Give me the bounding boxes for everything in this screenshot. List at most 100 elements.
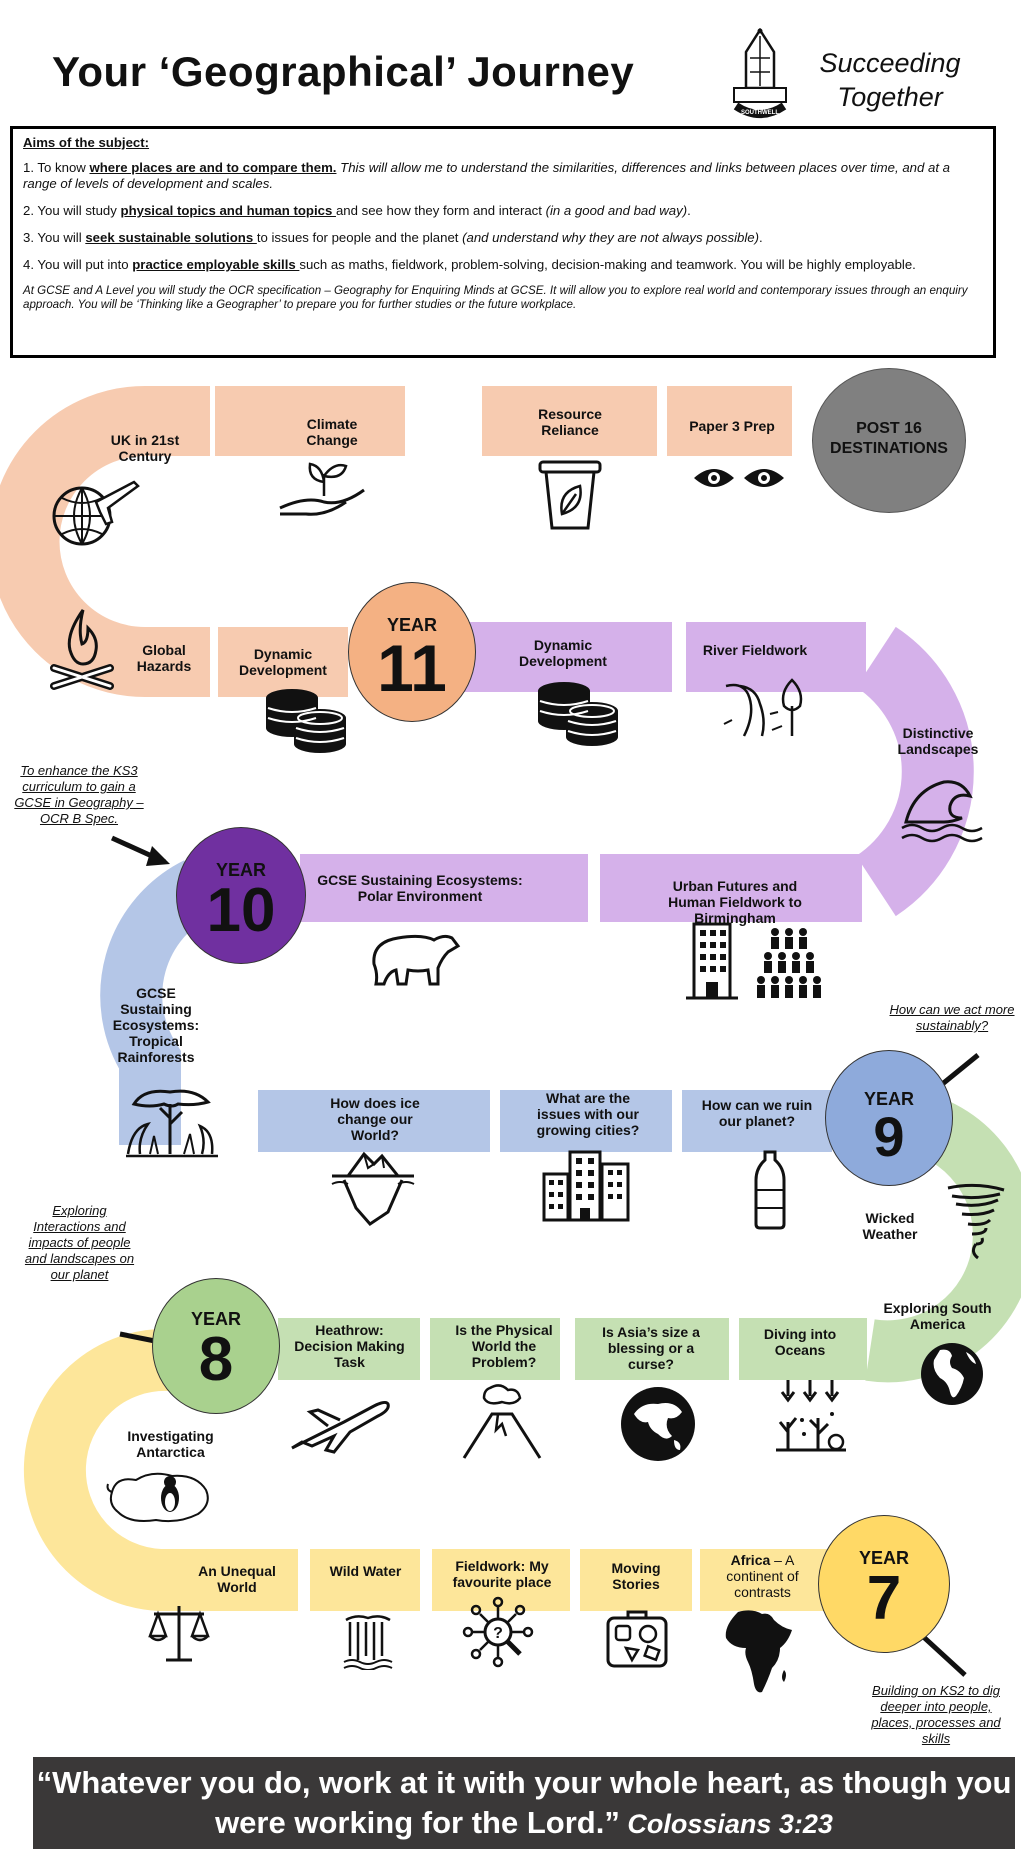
quote-reference: Colossians 3:23 — [619, 1809, 833, 1839]
tornado-icon — [947, 1183, 1005, 1260]
note-exploring-interactions: Exploring Interactions and impacts of pe… — [24, 1203, 135, 1282]
year-7-circle: YEAR 7 — [818, 1515, 950, 1653]
year-10-label: YEAR — [215, 860, 266, 880]
aim-3: 3. You will seek sustainable solutions t… — [23, 230, 763, 245]
topic-dynamic-development-2: Dynamic Development — [519, 637, 607, 669]
tagline-line-1: Succeeding — [819, 48, 961, 78]
year-9-label: YEAR — [863, 1089, 914, 1109]
road-segment-year8 — [278, 1089, 1021, 1383]
globe-asia-icon — [621, 1387, 695, 1461]
iceberg-icon — [331, 1151, 415, 1226]
topic-exploring-south-america: Exploring South America — [883, 1300, 992, 1332]
topic-urban-futures: Urban Futures and Human Fieldwork to Bir… — [668, 878, 802, 926]
antarctica-penguin-icon — [106, 1472, 209, 1523]
campfire-icon — [50, 609, 114, 690]
note-ks3: To enhance the KS3 curriculum to gain a … — [14, 763, 144, 826]
coins-icon-1 — [266, 689, 346, 753]
note-act-sustainably: How can we act more sustainably? — [889, 1002, 1015, 1033]
topic-antarctica: Investigating Antarctica — [127, 1428, 214, 1460]
year-11-number: 11 — [377, 631, 447, 705]
arrow-year10-head — [146, 846, 170, 866]
topic-wild-water: Wild Water — [329, 1563, 402, 1579]
topic-asia: Is Asia’s size a blessing or a curse? — [602, 1324, 700, 1372]
globe-plane-icon — [52, 480, 140, 546]
topic-polar-environment: GCSE Sustaining Ecosystems: Polar Enviro… — [317, 872, 523, 904]
topic-river-fieldwork: River Fieldwork — [702, 642, 808, 658]
city-buildings-icon — [542, 1150, 630, 1222]
tagline: Succeeding Together — [790, 46, 990, 114]
year-11-label: YEAR — [386, 615, 437, 635]
ocean-coral-icon — [776, 1380, 846, 1452]
aims-heading: Aims of the subject: — [23, 135, 150, 150]
journey-road — [0, 386, 1021, 1677]
topic-resource-reliance: Resource Reliance — [538, 406, 602, 438]
topic-growing-cities: What are the issues with our growing cit… — [536, 1090, 640, 1138]
coins-icon-2 — [538, 682, 618, 746]
topic-distinctive-landscapes: Distinctive Landscapes — [897, 725, 979, 757]
year-11-circle: YEAR 11 — [348, 582, 476, 722]
post16-line1: POST 16 — [856, 420, 922, 437]
topic-dynamic-development-1: Dynamic Development — [239, 646, 327, 678]
volcano-icon — [462, 1384, 542, 1459]
topic-africa: Africa – A continent of contrasts — [726, 1552, 799, 1600]
road-segment-gcse-year1 — [300, 622, 974, 922]
note-ks2: Building on KS2 to dig deeper into peopl… — [871, 1683, 1001, 1746]
year-9-circle: YEAR 9 — [825, 1050, 953, 1186]
tower-block-icon — [686, 922, 738, 1000]
road-segment-year9 — [100, 860, 832, 1152]
rainforest-icon — [126, 1089, 218, 1158]
topic-paper-3-prep: Paper 3 Prep — [689, 418, 775, 434]
topic-global-hazards: Global Hazards — [136, 642, 192, 674]
road-segment-year7 — [23, 1328, 830, 1611]
year-8-number: 8 — [198, 1325, 234, 1394]
suitcase-icon — [606, 1610, 668, 1668]
year-10-number: 10 — [206, 876, 276, 945]
aim-4: 4. You will put into practice employable… — [23, 257, 916, 272]
quote-text: “Whatever you do, work at it with your w… — [36, 1765, 1012, 1840]
svg-text:?: ? — [493, 1625, 503, 1642]
crest-text: SOUTHWELL — [741, 110, 779, 116]
scales-icon — [148, 1606, 210, 1662]
hand-plant-icon — [279, 462, 365, 516]
year-10-circle: YEAR 10 — [176, 827, 306, 964]
topic-uk-21st-century: UK in 21st Century — [110, 432, 180, 464]
post16-circle: POST 16 DESTINATIONS — [812, 368, 966, 513]
topic-climate-change: Climate Change — [306, 416, 358, 448]
waterfall-icon — [343, 1615, 393, 1670]
recycle-bin-leaf-icon — [538, 460, 602, 530]
aim-2: 2. You will study physical topics and hu… — [23, 203, 691, 218]
plane-icon — [291, 1400, 390, 1454]
topic-ice-change: How does ice change our World? — [330, 1095, 420, 1143]
post16-line2: DESTINATIONS — [830, 440, 948, 457]
wave-icon — [901, 780, 983, 843]
page-title: Your ‘Geographical’ Journey — [52, 48, 635, 95]
school-crest-icon: SOUTHWELL — [733, 28, 787, 118]
year-7-label: YEAR — [858, 1548, 909, 1568]
year-9-number: 9 — [873, 1105, 905, 1168]
year-8-label: YEAR — [190, 1309, 241, 1329]
globe-americas-icon — [921, 1343, 983, 1405]
tagline-line-2: Together — [837, 82, 943, 112]
polar-bear-icon — [372, 934, 461, 986]
aim-1: 1. To know where places are and to compa… — [23, 160, 950, 191]
aims-box: Aims of the subject: 1. To know where pl… — [10, 126, 996, 358]
river-tree-icon — [723, 678, 803, 737]
topic-fieldwork-favourite-place: Fieldwork: My favourite place — [452, 1558, 552, 1590]
quote-banner: “Whatever you do, work at it with your w… — [33, 1757, 1015, 1849]
topic-wicked-weather: Wicked Weather — [862, 1210, 918, 1242]
aims-note: At GCSE and A Level you will study the O… — [23, 284, 968, 311]
topic-heathrow: Heathrow: Decision Making Task — [294, 1322, 405, 1370]
question-network-icon: ? — [462, 1596, 534, 1668]
eyes-icon — [694, 469, 784, 487]
population-icon — [757, 928, 821, 998]
topic-unequal-world: An Unequal World — [198, 1563, 276, 1595]
year-7-number: 7 — [866, 1564, 902, 1633]
topic-moving-stories: Moving Stories — [611, 1560, 661, 1592]
topic-tropical-rainforests: GCSE Sustaining Ecosystems: Tropical Rai… — [112, 985, 200, 1065]
year-8-circle: YEAR 8 — [152, 1278, 280, 1414]
topic-ruin-planet: How can we ruin our planet? — [701, 1097, 813, 1129]
plastic-bottle-icon — [754, 1150, 786, 1230]
topic-oceans: Diving into Oceans — [763, 1326, 837, 1358]
topic-physical-world: Is the Physical World the Problem? — [455, 1322, 553, 1370]
africa-map-icon — [725, 1610, 792, 1693]
